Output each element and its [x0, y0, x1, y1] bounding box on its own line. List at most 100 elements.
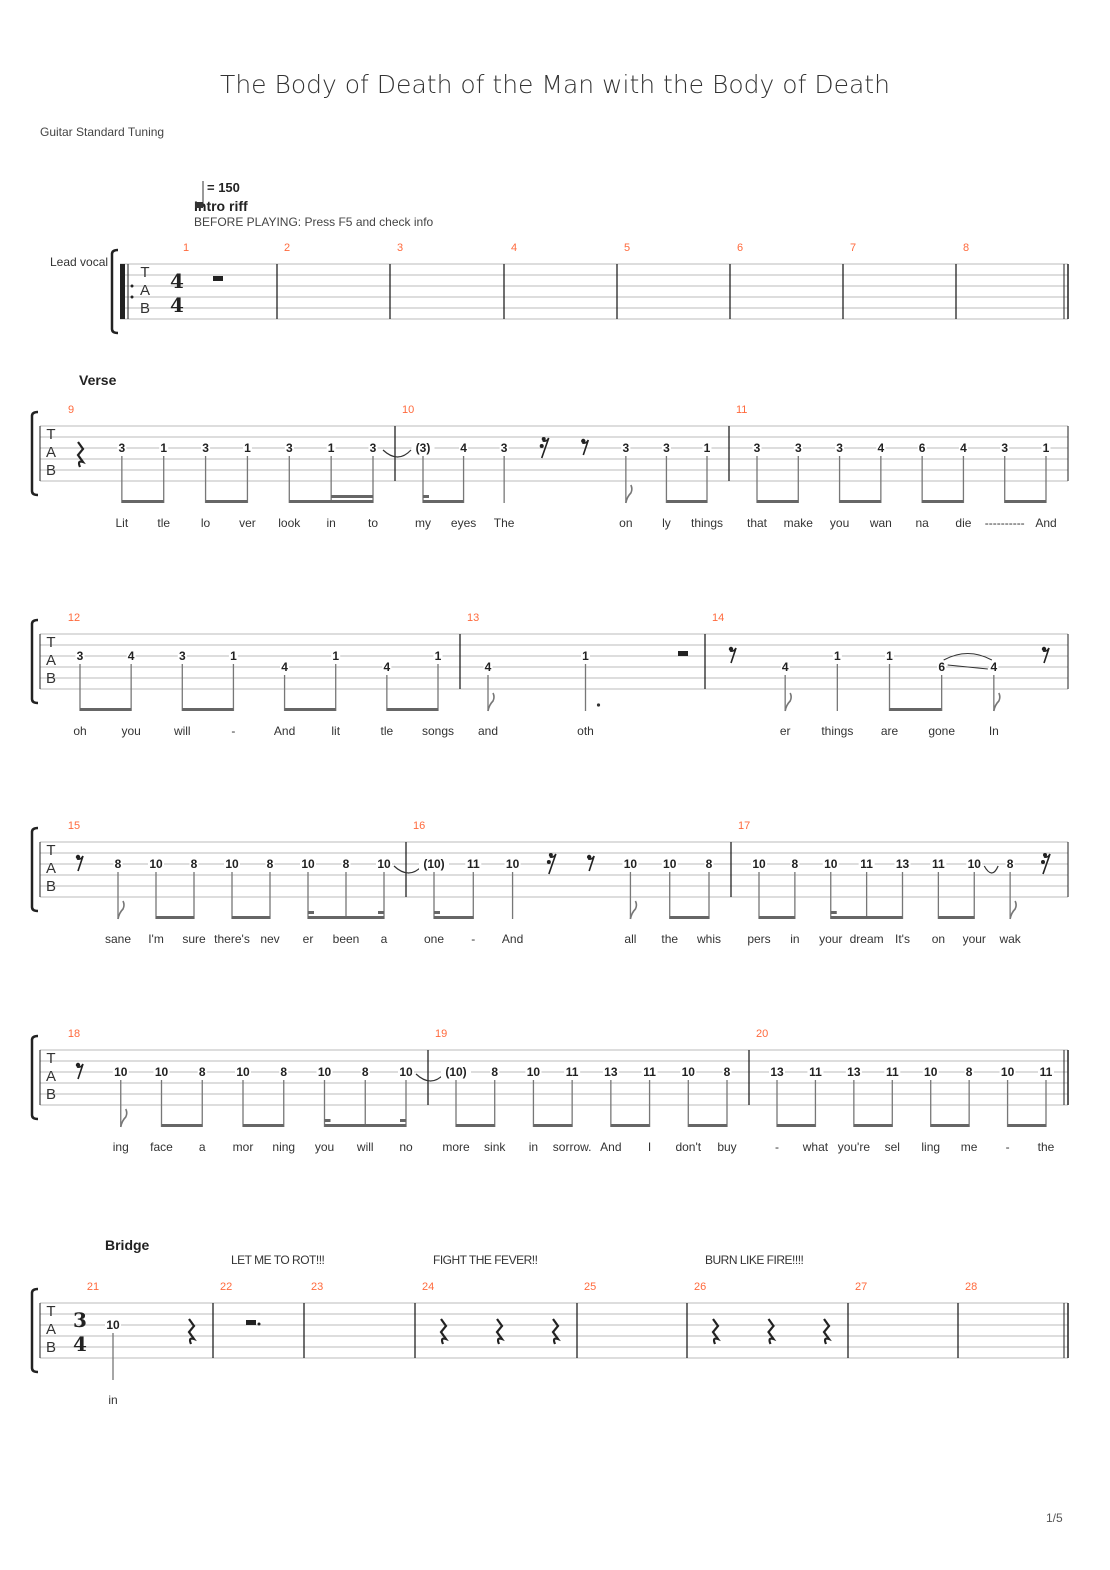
- fret-background: [419, 858, 449, 870]
- fret-background: [793, 442, 803, 454]
- lyric-syllable: er: [303, 932, 314, 946]
- measure-number: 16: [413, 820, 425, 832]
- lyric-syllable: ver: [239, 516, 256, 530]
- tab-clef-letter: T: [140, 264, 149, 281]
- lyric-syllable: And: [274, 724, 295, 738]
- lyric-syllable: die: [955, 516, 971, 530]
- fret-number: 4: [960, 441, 967, 455]
- fret-background: [525, 1066, 542, 1078]
- fret-background: [822, 858, 839, 870]
- eighth-rest-stroke: [582, 439, 590, 456]
- measure-number: 20: [756, 1028, 768, 1040]
- note-flag: [119, 1108, 128, 1128]
- fret-background: [465, 858, 482, 870]
- lyric-syllable: been: [333, 932, 360, 946]
- lyric-syllable: er: [780, 724, 791, 738]
- fret-background: [894, 858, 911, 870]
- lyric-syllable: sorrow.: [553, 1140, 592, 1154]
- fret-number: 10: [106, 1318, 120, 1332]
- lyric-syllable: in: [529, 1140, 538, 1154]
- note-beam: [688, 1124, 727, 1127]
- tab-clef-letter: A: [46, 1321, 56, 1338]
- tab-clef-letter: A: [46, 1068, 56, 1085]
- beam-stub: [308, 911, 314, 914]
- measure-3: 3: [397, 242, 403, 254]
- lyric-syllable: And: [1035, 516, 1056, 530]
- half-rest-icon: [678, 651, 688, 656]
- fret-number: 10: [752, 857, 766, 871]
- fret-number: 1: [582, 649, 589, 663]
- sixteenth-rest-dot: [546, 860, 551, 864]
- fret-number: (10): [423, 857, 444, 871]
- measure-number: 3: [397, 242, 403, 254]
- note-beam: [161, 1124, 203, 1127]
- beam-stub: [434, 911, 440, 914]
- tab-system: TAB158sane10I'm8sure10there's8nev10er8be…: [30, 820, 1069, 946]
- note-beam: [922, 500, 964, 503]
- fret-background: [153, 1066, 170, 1078]
- fret-number: 3: [202, 441, 209, 455]
- tab-clef-letter: T: [46, 634, 55, 651]
- sixteenth-rest-icon: [541, 437, 546, 441]
- lyric-syllable: lit: [331, 724, 340, 738]
- measure-15: 158sane10I'm8sure10there's8nev10er8been1…: [68, 820, 423, 946]
- fret-background: [117, 442, 127, 454]
- note-beam: [80, 708, 132, 711]
- lyric-syllable: oth: [577, 724, 594, 738]
- lyric-syllable: ning: [272, 1140, 295, 1154]
- fret-background: [1000, 442, 1010, 454]
- fret-background: [235, 1066, 251, 1078]
- fret-number: 10: [114, 1065, 128, 1079]
- measure-number: 18: [68, 1028, 80, 1040]
- tab-system: TAB123oh4you3will1-4And1lit4tle1songs134…: [30, 612, 1069, 738]
- lyric-syllable: tle: [381, 724, 394, 738]
- lyric-syllable: I: [648, 1140, 651, 1154]
- lyric-syllable: sink: [484, 1140, 506, 1154]
- lyric-syllable: eyes: [451, 516, 476, 530]
- note-beam: [182, 708, 234, 711]
- page-number: 1/5: [1046, 1511, 1063, 1525]
- repeat-start-thick-bar: [120, 264, 125, 319]
- instruction-text: BEFORE PLAYING: Press F5 and check info: [194, 215, 434, 229]
- fret-number: 1: [244, 441, 251, 455]
- eighth-rest-stroke: [1042, 647, 1050, 664]
- lyric-syllable: dream: [850, 932, 884, 946]
- measure-number: 6: [737, 242, 743, 254]
- sixteenth-rest-stroke: [548, 853, 557, 875]
- tab-clef-letter: A: [46, 444, 56, 461]
- fret-background: [702, 442, 712, 454]
- lyric-syllable: -: [775, 1140, 779, 1154]
- fret-number: 10: [399, 1065, 413, 1079]
- fret-number: 11: [932, 857, 945, 871]
- fret-number: 11: [566, 1065, 579, 1079]
- measure-number: 26: [694, 1281, 706, 1293]
- fret-number: 11: [467, 857, 480, 871]
- lyric-syllable: in: [326, 516, 335, 530]
- lyric-syllable: wan: [869, 516, 892, 530]
- quarter-rest-icon: [767, 1318, 777, 1345]
- measure-6: 6: [737, 242, 743, 254]
- fret-number: 4: [782, 660, 789, 674]
- measure-8: 8: [963, 242, 969, 254]
- note-beam: [456, 1124, 495, 1127]
- fret-number: 1: [834, 649, 841, 663]
- fret-number: 11: [1040, 1065, 1053, 1079]
- time-signature-bottom: 4: [73, 1332, 87, 1356]
- fret-number: 8: [491, 1065, 498, 1079]
- eighth-rest-stroke: [76, 855, 84, 872]
- lyric-syllable: to: [368, 516, 378, 530]
- lyric-syllable: in: [790, 932, 799, 946]
- note-beam: [324, 1124, 406, 1127]
- fret-background: [280, 661, 290, 673]
- lyric-syllable: are: [881, 724, 899, 738]
- lyric-syllable: on: [932, 932, 945, 946]
- measure-number: 21: [87, 1281, 99, 1293]
- lyric-syllable: look: [278, 516, 301, 530]
- track-name: Lead vocal: [50, 255, 109, 269]
- note-beam: [423, 500, 464, 503]
- lyric-syllable: sel: [885, 1140, 900, 1154]
